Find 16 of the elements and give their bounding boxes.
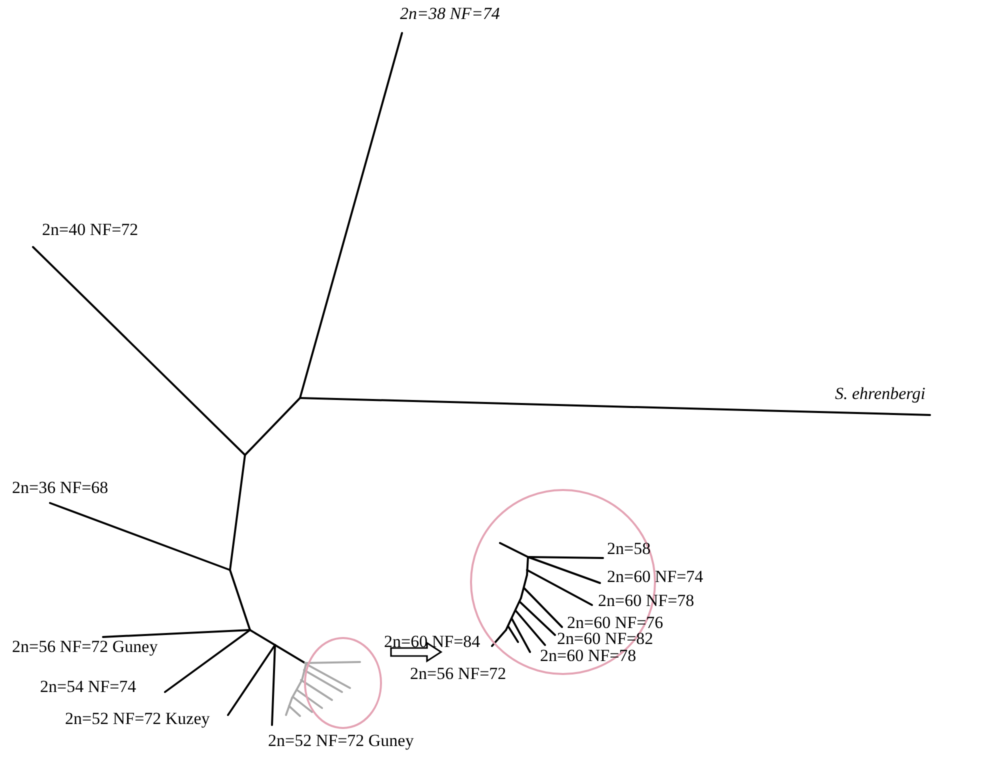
taxon-label: 2n=36 NF=68 (12, 478, 108, 498)
taxon-label: S. ehrenbergi (835, 384, 926, 404)
taxon-label: 2n=56 NF=72 (410, 664, 506, 684)
taxon-label: 2n=52 NF=72 Guney (268, 731, 414, 751)
hollow-arrow (390, 642, 442, 662)
taxon-label: 2n=60 NF=78 (598, 591, 694, 611)
taxon-label: 2n=54 NF=74 (40, 677, 136, 697)
taxon-label: 2n=56 NF=72 Guney (12, 637, 158, 657)
taxon-label: 2n=58 (607, 539, 651, 559)
taxon-label: 2n=38 NF=74 (400, 4, 500, 24)
highlight-circle (304, 637, 382, 729)
taxon-label: 2n=60 NF=78 (540, 646, 636, 666)
taxon-label: 2n=52 NF=72 Kuzey (65, 709, 210, 729)
taxon-label: 2n=60 NF=74 (607, 567, 704, 587)
taxon-label: 2n=60 NF=84 (384, 632, 480, 652)
taxon-label: 2n=40 NF=72 (42, 220, 138, 240)
